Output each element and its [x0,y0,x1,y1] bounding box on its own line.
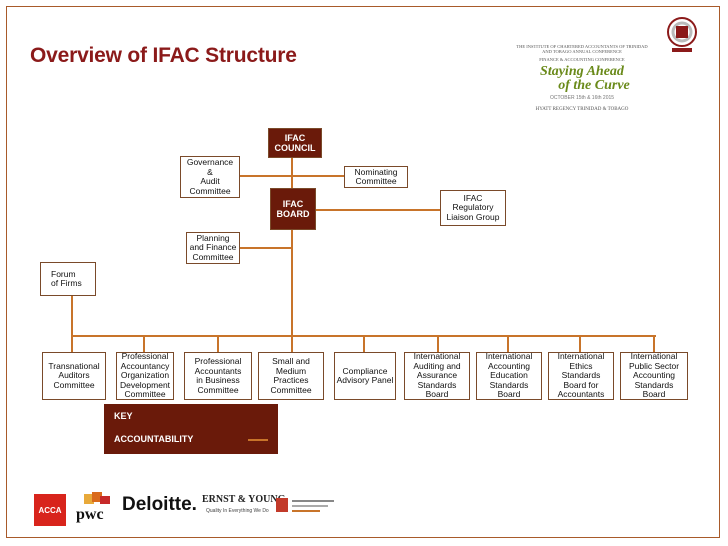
key-accountability-label: ACCOUNTABILITY [114,434,194,444]
banner-institute: THE INSTITUTE OF CHARTERED ACCOUNTANTS O… [516,44,648,54]
page-title: Overview of IFAC Structure [30,44,297,67]
partner-mark-icon [276,498,334,512]
planning-finance-box: Planning and Finance Committee [186,232,240,264]
ey-tagline: Quality In Everything We Do [206,508,269,514]
compliance-panel-box: Compliance Advisory Panel [334,352,396,400]
committee-box: Transnational Auditors Committee [42,352,106,400]
slide-frame [6,6,720,538]
committee-box: Small and Medium Practices Committee [258,352,324,400]
key-legend: KEY ACCOUNTABILITY [104,404,278,454]
conference-banner: THE INSTITUTE OF CHARTERED ACCOUNTANTS O… [512,44,652,140]
nominating-committee-box: Nominating Committee [344,166,408,188]
acca-logo: ACCA [34,494,66,526]
ernst-young-logo: ERNST & YOUNG [202,494,286,505]
banner-line2: of the Curve [558,78,630,93]
deloitte-logo: Deloitte. [122,494,197,515]
committee-box: Professional Accountants in Business Com… [184,352,252,400]
standards-board-box: International Accounting Education Stand… [476,352,542,400]
key-heading: KEY [114,411,133,421]
forum-of-firms-box: Forum of Firms [40,262,96,296]
standards-board-box: International Auditing and Assurance Sta… [404,352,470,400]
pwc-logo: pwc [74,492,116,526]
institute-seal-icon [667,17,697,52]
banner-conference: FINANCE & ACCOUNTING CONFERENCE [539,57,625,62]
governance-committee-box: Governance & Audit Committee [180,156,240,198]
committee-box: Professional Accountancy Organization De… [116,352,174,400]
standards-board-box: International Ethics Standards Board for… [548,352,614,400]
ifac-board-box: IFAC BOARD [270,188,316,230]
partner-logo [276,496,336,518]
banner-line1: Staying Ahead [540,64,624,79]
pwc-wordmark: pwc [76,506,104,523]
pwc-mark-icon [84,492,110,504]
banner-venue: HYATT REGENCY TRINIDAD & TOBAGO [535,107,629,112]
standards-board-box: International Public Sector Accounting S… [620,352,688,400]
regulatory-liaison-box: IFAC Regulatory Liaison Group [440,190,506,226]
accountability-line-sample [248,439,268,441]
ifac-council-box: IFAC COUNCIL [268,128,322,158]
banner-dates: OCTOBER 15th & 16th 2015 [549,95,615,101]
